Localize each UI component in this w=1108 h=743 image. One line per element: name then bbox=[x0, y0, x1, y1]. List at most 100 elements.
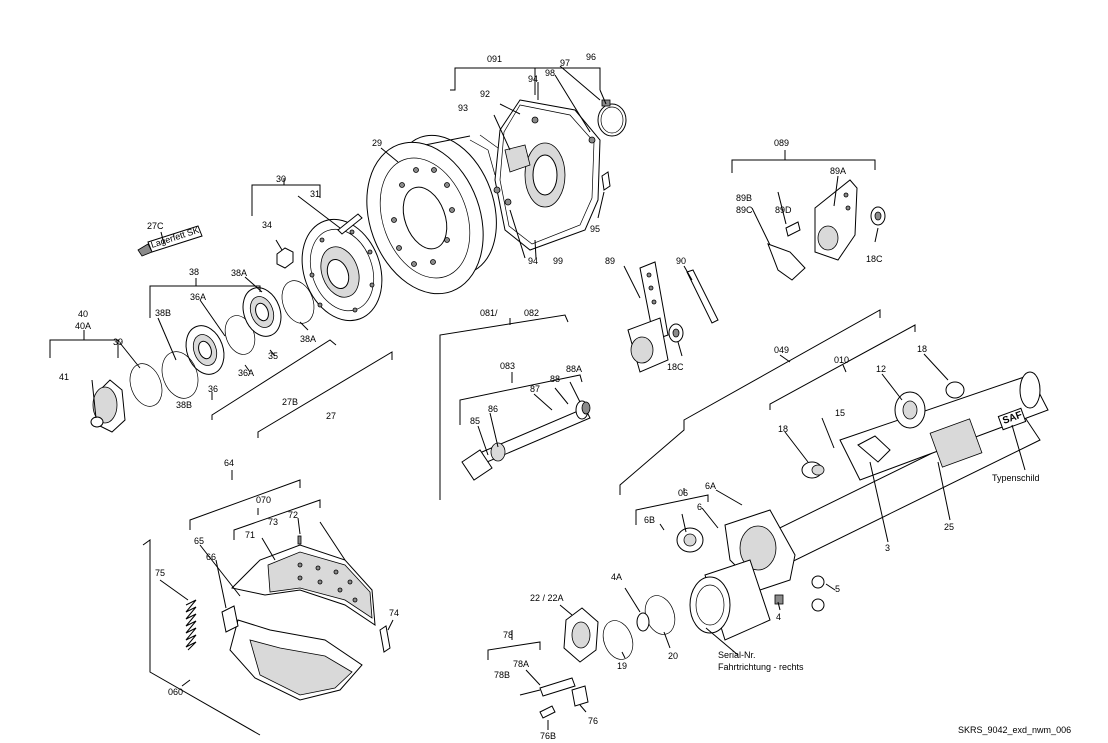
label-78: 78 bbox=[503, 630, 513, 640]
label-6b: 6B bbox=[644, 515, 655, 525]
label-89b: 89B bbox=[736, 193, 752, 203]
drawing-id: SKRS_9042_exd_nwm_006 bbox=[958, 725, 1071, 735]
bearing-35 bbox=[242, 287, 282, 337]
label-060: 060 bbox=[168, 687, 183, 697]
ring-19 bbox=[602, 620, 634, 660]
ring-38b bbox=[161, 351, 199, 399]
label-38a2: 38A bbox=[300, 334, 316, 344]
label-78b: 78B bbox=[494, 670, 510, 680]
label-5: 5 bbox=[835, 584, 840, 594]
label-85: 85 bbox=[470, 416, 480, 426]
axle-spindle bbox=[689, 559, 771, 641]
lock-plate-76 bbox=[571, 685, 589, 707]
wheel-hub-30 bbox=[301, 218, 383, 322]
plug-5a bbox=[811, 598, 825, 612]
label-94a: 94 bbox=[528, 74, 538, 84]
label-96: 96 bbox=[586, 52, 596, 62]
label-92: 92 bbox=[480, 89, 490, 99]
label-76b: 76B bbox=[540, 731, 556, 741]
label-76: 76 bbox=[588, 716, 598, 726]
bolt-76b bbox=[539, 705, 556, 719]
label-049: 049 bbox=[774, 345, 789, 355]
label-6: 6 bbox=[697, 502, 702, 512]
axle-beam-049 bbox=[744, 371, 1049, 576]
clip-74 bbox=[379, 625, 391, 653]
label-95: 95 bbox=[590, 224, 600, 234]
label-36: 36 bbox=[208, 384, 218, 394]
label-65: 65 bbox=[194, 536, 204, 546]
label-89a: 89A bbox=[830, 166, 846, 176]
label-75: 75 bbox=[155, 568, 165, 578]
label-64: 64 bbox=[224, 458, 234, 468]
label-99: 99 bbox=[553, 256, 563, 266]
label-93: 93 bbox=[458, 103, 468, 113]
label-78a: 78A bbox=[513, 659, 529, 669]
label-20: 20 bbox=[668, 651, 678, 661]
label-19: 19 bbox=[617, 661, 627, 671]
label-18b: 18 bbox=[778, 424, 788, 434]
label-31: 31 bbox=[310, 189, 320, 199]
label-18c1: 18C bbox=[866, 254, 883, 264]
label-30: 30 bbox=[276, 174, 286, 184]
label-083: 083 bbox=[500, 361, 515, 371]
label-089: 089 bbox=[774, 138, 789, 148]
label-22-22a: 22 / 22A bbox=[530, 593, 564, 603]
label-6a: 6A bbox=[705, 481, 716, 491]
nut-34 bbox=[276, 247, 294, 269]
label-091: 091 bbox=[487, 54, 502, 64]
label-71: 71 bbox=[245, 530, 255, 540]
label-29: 29 bbox=[372, 138, 382, 148]
part-labels: 091 96 97 98 94 92 93 94 99 95 29 30 31 … bbox=[59, 52, 954, 741]
leader-lines bbox=[49, 65, 1026, 736]
label-88a: 88A bbox=[566, 364, 582, 374]
label-34: 34 bbox=[262, 220, 272, 230]
label-36a1: 36A bbox=[190, 292, 206, 302]
lock-pin-78 bbox=[539, 677, 576, 697]
clamp-96 bbox=[597, 99, 627, 137]
ring-38a bbox=[281, 280, 315, 324]
label-12: 12 bbox=[876, 364, 886, 374]
screw-95 bbox=[601, 171, 611, 191]
label-38a1: 38A bbox=[231, 268, 247, 278]
bracket-12 bbox=[894, 391, 926, 429]
label-06: 06 bbox=[678, 488, 688, 498]
label-98: 98 bbox=[545, 68, 555, 78]
direction-label: Fahrtrichtung - rechts bbox=[718, 662, 804, 672]
plug-5b bbox=[811, 575, 825, 589]
label-86: 86 bbox=[488, 404, 498, 414]
label-89c: 89C bbox=[736, 205, 753, 215]
ring-18c-lower bbox=[668, 323, 684, 343]
label-38: 38 bbox=[189, 267, 199, 277]
label-90: 90 bbox=[676, 256, 686, 266]
label-070: 070 bbox=[256, 495, 271, 505]
label-082: 082 bbox=[524, 308, 539, 318]
label-40: 40 bbox=[78, 309, 88, 319]
brake-shoe-assembly-060 bbox=[229, 544, 376, 701]
label-97: 97 bbox=[560, 58, 570, 68]
rivet-73 bbox=[297, 535, 302, 545]
ring-18 bbox=[945, 381, 965, 399]
label-73: 73 bbox=[268, 517, 278, 527]
seal-39 bbox=[129, 363, 163, 407]
label-25: 25 bbox=[944, 522, 954, 532]
label-081: 081/ bbox=[480, 308, 498, 318]
label-4: 4 bbox=[776, 612, 781, 622]
slack-adjuster-89 bbox=[627, 261, 669, 373]
label-89d: 89D bbox=[775, 205, 792, 215]
label-74: 74 bbox=[389, 608, 399, 618]
brake-drum-29 bbox=[366, 134, 499, 295]
bearing-36 bbox=[185, 325, 225, 375]
label-27b: 27B bbox=[282, 397, 298, 407]
label-89: 89 bbox=[605, 256, 615, 266]
label-38b2: 38B bbox=[176, 400, 192, 410]
label-40a: 40A bbox=[75, 321, 91, 331]
grease-tube-27c bbox=[137, 225, 203, 257]
label-3: 3 bbox=[885, 543, 890, 553]
slack-adjuster-089 bbox=[767, 179, 858, 281]
camshaft-083 bbox=[461, 400, 591, 481]
ring-4a bbox=[636, 612, 650, 632]
label-36a2: 36A bbox=[238, 368, 254, 378]
label-72: 72 bbox=[288, 510, 298, 520]
